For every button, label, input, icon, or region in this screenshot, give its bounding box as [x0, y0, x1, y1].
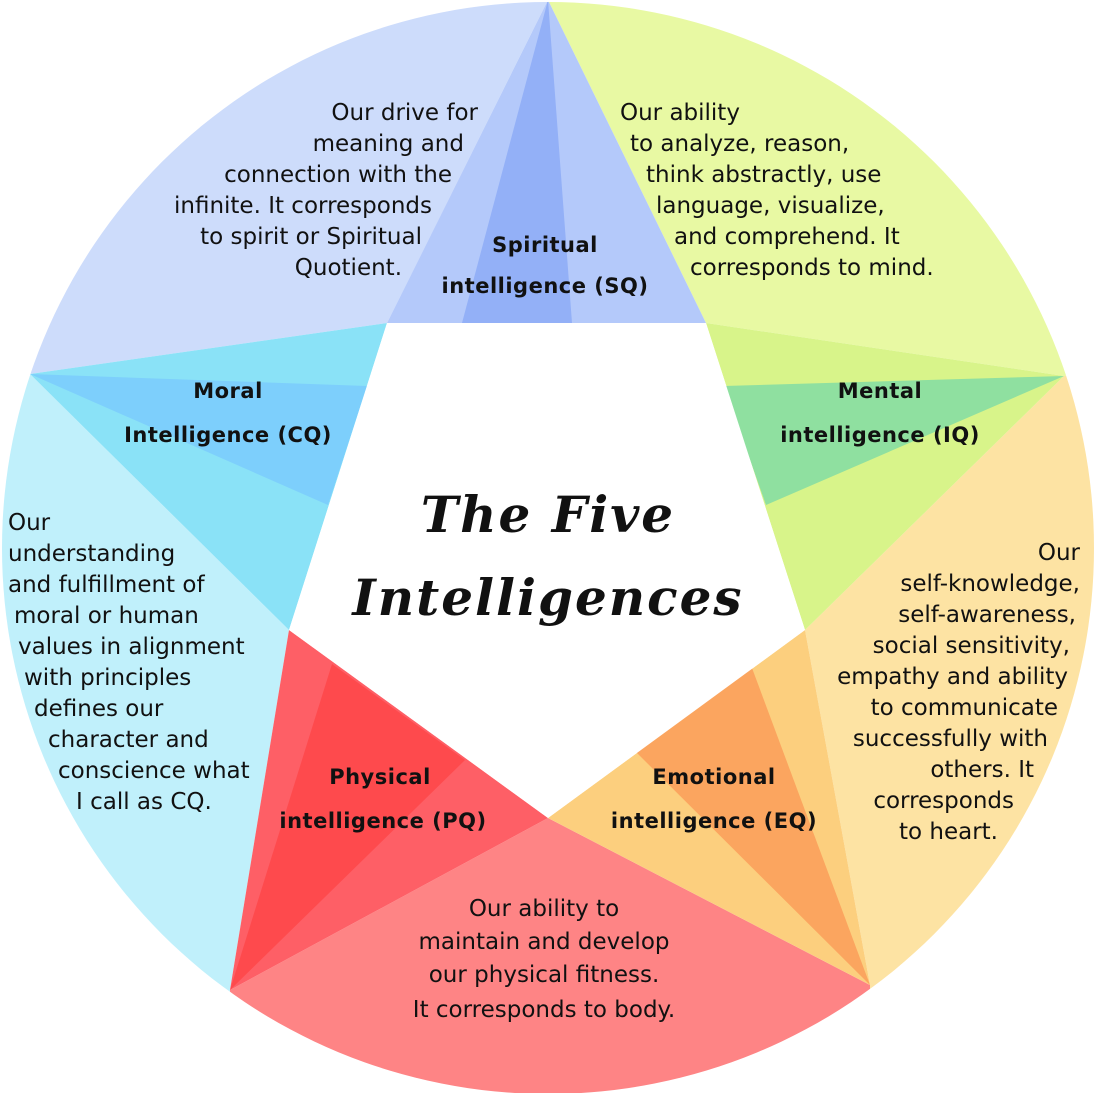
mental-label-line-1: Mental	[838, 379, 923, 403]
physical-description-line-2: maintain and develop	[418, 929, 669, 955]
emotional-description-line-6: to communicate	[871, 695, 1058, 721]
moral-description-line-5: values in alignment	[18, 634, 245, 660]
spiritual-description-line-1: Our drive for	[331, 100, 478, 126]
center-pentagon	[289, 323, 805, 818]
emotional-description-line-2: self-knowledge,	[900, 571, 1080, 597]
moral-description-line-10: I call as CQ.	[76, 789, 212, 815]
star-shade-moral	[30, 374, 367, 505]
moral-description-line-7: defines our	[34, 696, 164, 722]
physical-label-line-2: intelligence (PQ)	[279, 809, 486, 833]
emotional-label-line-2: intelligence (EQ)	[611, 809, 817, 833]
emotional-description-line-9: corresponds	[873, 788, 1014, 814]
physical-description-line-4: It corresponds to body.	[413, 997, 675, 1023]
star-shade-mental	[724, 376, 1064, 505]
moral-description-line-2: understanding	[8, 541, 175, 567]
emotional-description-line-4: social sensitivity,	[873, 633, 1070, 659]
physical-description-line-3: our physical fitness.	[429, 962, 660, 988]
mental-label-line-2: intelligence (IQ)	[780, 423, 980, 447]
moral-description-line-3: and fulfillment of	[8, 572, 205, 598]
moral-label-line-2: Intelligence (CQ)	[124, 423, 332, 447]
spiritual-description-line-3: connection with the	[224, 162, 452, 188]
star-shade-spiritual	[462, 2, 572, 323]
spiritual-description-line-6: Quotient.	[295, 255, 402, 281]
mental-description-line-1: Our ability	[620, 100, 740, 126]
emotional-description-line-7: successfully with	[853, 726, 1048, 752]
spiritual-description-line-5: to spirit or Spiritual	[200, 224, 422, 250]
segment-physical	[230, 818, 870, 1094]
physical-description-line-1: Our ability to	[469, 896, 619, 922]
moral-description-line-9: conscience what	[58, 758, 250, 784]
emotional-description-line-10: to heart.	[899, 819, 998, 845]
spiritual-description-line-4: infinite. It corresponds	[174, 193, 432, 219]
star-shade-physical	[230, 664, 465, 990]
spiritual-label-line-1: Spiritual	[492, 233, 598, 257]
physical-label-line-1: Physical	[329, 765, 431, 789]
mental-description-line-4: language, visualize,	[656, 193, 885, 219]
moral-description-line-8: character and	[48, 727, 209, 753]
moral-description-line-6: with principles	[24, 665, 191, 691]
star-shade-emotional	[636, 668, 870, 985]
moral-label-line-1: Moral	[193, 379, 263, 403]
mental-description-line-2: to analyze, reason,	[630, 131, 849, 157]
mental-description-line-5: and comprehend. It	[674, 224, 900, 250]
emotional-label-line-1: Emotional	[652, 765, 775, 789]
emotional-description-line-8: others. It	[930, 757, 1034, 783]
emotional-description-line-5: empathy and ability	[837, 664, 1068, 690]
moral-description-line-1: Our	[8, 510, 51, 536]
emotional-description-line-1: Our	[1038, 540, 1081, 566]
mental-description-line-3: think abstractly, use	[646, 162, 881, 188]
emotional-description-line-3: self-awareness,	[898, 602, 1076, 628]
spiritual-label-line-2: intelligence (SQ)	[442, 274, 649, 298]
spiritual-description-line-2: meaning and	[313, 131, 464, 157]
diagram-title-line-2: Intelligences	[350, 568, 743, 627]
diagram-title-line-1: The Five	[421, 485, 675, 544]
mental-description-line-6: corresponds to mind.	[690, 255, 934, 281]
moral-description-line-4: moral or human	[14, 603, 199, 629]
